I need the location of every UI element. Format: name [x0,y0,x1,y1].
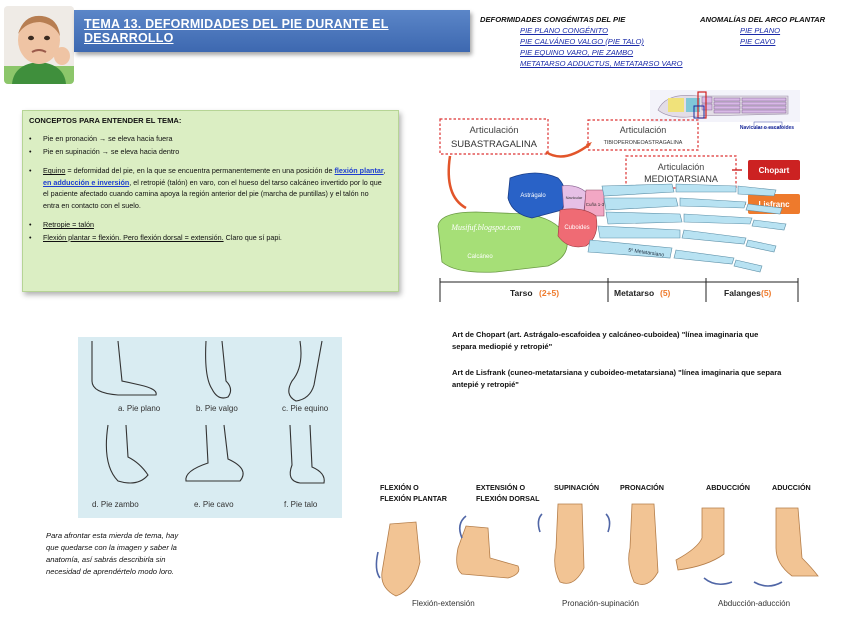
mediotarsiana-label-1: Articulación [658,162,705,172]
navicular-short-label: Navicular [566,195,583,200]
metatarsiano-label: 5º Metatarsiano [628,248,665,259]
supinacion-label: SUPINACIÓN [554,483,599,492]
retropie-text: Retropie = talón [43,220,94,229]
congenital-item[interactable]: PIE PLANO CONGÉNITO [520,26,609,35]
congenital-item[interactable]: METATARSO ADDUCTUS, METATARSO VARO [520,59,683,68]
extension-label-1: EXTENSIÓN O [476,483,526,492]
foot-types-panel: a. Pie plano b. Pie valgo c. Pie equino … [78,337,342,518]
concept-item: Pie en pronación → se eleva hacia fuera [29,133,387,145]
concepts-title: CONCEPTOS PARA ENTENDER EL TEMA: [29,116,182,125]
lisfranc-tag-label: Lisfranc [758,200,790,209]
calcaneo-label: Calcáneo [467,254,493,260]
aduccion-label: ADUCCIÓN [772,483,811,492]
arch-heading: ANOMALÍAS DEL ARCO PLANTAR [700,15,826,24]
foot-movements-illustration: FLEXIÓN O FLEXIÓN PLANTAR EXTENSIÓN O FL… [375,483,819,608]
foot-anatomy-diagram: Navicular o escafoides Articulación SUBA… [437,90,800,302]
arch-item[interactable]: PIE PLANO [740,26,781,35]
foot-type-label: f. Pie talo [284,500,318,509]
flexion-plantar-link[interactable]: flexión plantar [334,166,384,175]
foot-type-label: d. Pie zambo [92,500,139,509]
concept-text: Pie en pronación → se eleva hacia fuera [43,134,173,143]
foot-types-illustration: a. Pie plano b. Pie valgo c. Pie equino … [91,340,329,509]
flexion-label-1: FLEXIÓN O [380,483,419,492]
astragalo-label: Astrágalo [520,193,546,199]
subastragalina-box: Articulación SUBASTRAGALINA [439,118,549,155]
foot-thumbnail [650,90,800,122]
flexion-label-2: FLEXIÓN PLANTAR [380,494,448,503]
tibio-label-2: TIBIOPERONEOASTRAGALINA [604,140,683,146]
cuboides-label: Cuboides [564,225,589,231]
pronacion-label: PRONACIÓN [620,483,664,492]
chopart-tag-label: Chopart [759,166,790,175]
lisfranc-note: Art de Lisfrank (cuneo-metatarsiana y cu… [452,368,782,389]
concept-text: = deformidad del pie, en la que se encue… [65,166,335,175]
subastragalina-label-1: Articulación [469,125,518,136]
arch-item[interactable]: PIE CAVO [740,37,776,46]
congenital-heading: DEFORMIDADES CONGÉNITAS DEL PIE [480,15,626,24]
foot-type-label: a. Pie plano [118,404,161,413]
concepts-list: Pie en pronación → se eleva hacia fuera … [29,133,387,244]
concept-text: Claro que sí papi. [223,232,282,242]
subastragalina-label-2: SUBASTRAGALINA [451,139,538,150]
baby-avatar-image [4,6,74,84]
extension-label-2: FLEXIÓN DORSAL [476,494,540,503]
tarso-label: Tarso [510,288,533,298]
foot-type-label: e. Pie cavo [194,500,234,509]
falanges-label: Falanges [724,288,761,298]
abduccion-label: ABDUCCIÓN [706,483,750,492]
congenital-item[interactable]: PIE CALVÁNEO VALGO (PIE TALO) [520,37,644,46]
caption-abduccion-aduccion: Abducción-aducción [718,599,790,608]
foot-bones [437,172,787,273]
congenital-deformities-list: DEFORMIDADES CONGÉNITAS DEL PIE PIE PLAN… [480,14,700,69]
title-bar: TEMA 13. DEFORMIDADES DEL PIE DURANTE EL… [74,10,470,52]
concept-text: , [383,166,386,175]
concept-text: , el retropié (talón) en varo, con el hu… [43,177,382,210]
tibio-box: Articulación TIBIOPERONEOASTRAGALINA [587,119,699,151]
chopart-tag [748,160,800,180]
aduccion-inversion-link[interactable]: en adducción e inversión [43,177,130,187]
concepts-box: CONCEPTOS PARA ENTENDER EL TEMA: Pie en … [22,110,399,292]
tarso-count: (2+5) [539,288,559,298]
watermark-text: Musifuf.blogspot.com [450,223,521,232]
segment-scale [439,278,799,302]
concept-item-flexion: Flexión plantar = flexión. Pero flexión … [29,232,387,244]
caption-pronacion-supinacion: Pronación-supinación [562,599,639,608]
mediotarsiana-label-2: MEDIOTARSIANA [644,174,718,184]
arch-anomalies-list: ANOMALÍAS DEL ARCO PLANTAR PIE PLANO PIE… [700,14,840,47]
congenital-item[interactable]: PIE EQUINO VARO, PIE ZAMBO [520,48,634,57]
arrow [447,155,467,210]
concept-item-equino: Equino = deformidad del pie, en la que s… [29,165,387,211]
study-note: Para afrontar esta mierda de tema, hay q… [46,531,179,576]
cuna-label: Cuña 1-3 [586,202,605,207]
chopart-note: Art de Chopart (art. Astrágalo-escafoide… [452,330,759,351]
equino-term: Equino [43,166,66,175]
arrow [545,143,591,158]
concept-item: Pie en supinación → se eleva hacia dentr… [29,146,387,158]
flexion-text: Flexión plantar = flexión. Pero flexión … [43,232,224,242]
foot-type-label: c. Pie equino [282,404,329,413]
concept-item-retropie: Retropie = talón [29,219,387,231]
falanges-count: (5) [761,288,772,298]
metatarso-label: Metatarso [614,288,654,298]
mediotarsiana-box: Articulación MEDIOTARSIANA [625,155,737,189]
page-title: TEMA 13. DEFORMIDADES DEL PIE DURANTE EL… [84,17,389,45]
baby-photo [4,6,74,84]
caption-flexion-extension: Flexión-extensión [412,599,475,608]
tibio-label-1: Articulación [620,125,667,135]
concept-text: Pie en supinación → se eleva hacia dentr… [43,146,180,156]
foot-type-label: b. Pie valgo [196,404,238,413]
metatarso-count: (5) [660,288,671,298]
